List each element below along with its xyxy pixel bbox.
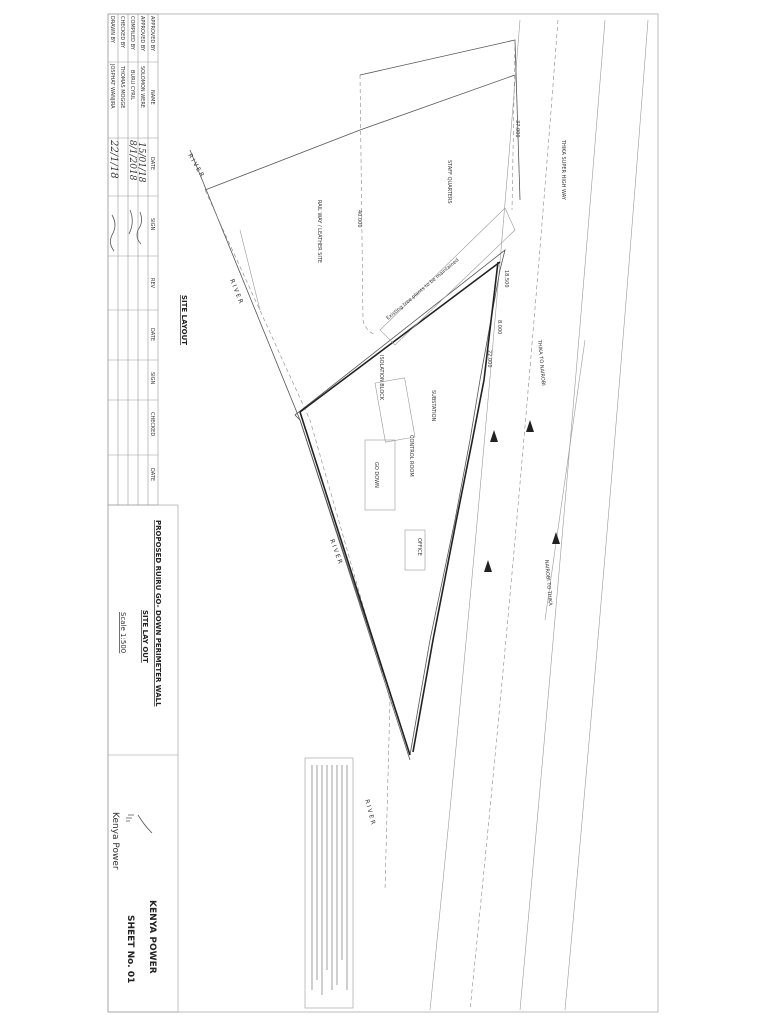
road-south-label: NAIROBI TO THIKA [543, 560, 553, 607]
drawing-title: SITE LAY OUT [141, 610, 149, 663]
dimension-label: 22.000 [486, 350, 492, 368]
role-cell: CHECKED BY [119, 16, 125, 49]
sheet-number: SHEET No. 01 [125, 915, 135, 983]
project-title: PROPOSED RUIRU GO- DOWN PERIMETER WALL [154, 520, 162, 707]
header-date-3: DATE [149, 468, 155, 481]
role-cell: DRAWN BY [109, 16, 115, 44]
date-cell: 22/1/18 [108, 139, 119, 179]
railway-site-label: RAIL WAY / LEATHER SITE [316, 200, 322, 263]
name-cell: BURU CYRIL [129, 70, 135, 100]
sheet-border [107, 13, 659, 1013]
name-cell: JOSPHAT WANJIRA [109, 63, 115, 109]
dimension-label: 18.500 [503, 270, 509, 288]
role-cell: APPROVED BY [139, 16, 145, 52]
name-cell: SOLOMON WERE [139, 66, 145, 108]
header-checked: CHECKED [149, 412, 155, 436]
header-date-2: DATE [149, 328, 155, 341]
date-cell: 8/1/2018 [127, 140, 137, 181]
header-date: DATE [149, 157, 155, 170]
header-rev: REV [149, 278, 155, 289]
railway-site [204, 39, 521, 336]
road-north-label: THIKA TO NAIROBI [536, 339, 546, 386]
signatures [110, 209, 142, 252]
title-block-lower: PROPOSED RUIRU GO- DOWN PERIMETER WALL S… [107, 504, 179, 1013]
arrow-icon [484, 560, 492, 572]
dimension-label: 8.000 [496, 320, 502, 334]
notes-block [304, 757, 354, 1009]
dimension-label: 40.000 [356, 210, 362, 228]
substation-label: SUBSTATION [430, 390, 436, 422]
arrow-south-icon [552, 532, 560, 544]
staff-quarters-label: STAFF QUARTERS [446, 160, 452, 204]
control-room-label: CONTROL ROOM [408, 435, 414, 477]
kenya-power-logo: Kenya Power [110, 812, 153, 870]
name-cell: THOMAS MOGGE [119, 65, 125, 108]
header-sign: SIGN [149, 218, 155, 231]
arrow-icon [490, 430, 498, 442]
office-label: OFFICE [416, 538, 422, 556]
role-cell: APPROVED BY [149, 16, 155, 52]
date-cell: 15/01/18 [136, 142, 146, 183]
highway-lines [429, 19, 649, 1011]
logo-text: Kenya Power [110, 812, 120, 870]
site-perimeter [294, 207, 516, 756]
site-layout-heading: SITE LAYOUT [180, 295, 188, 345]
header-name: NAME [149, 90, 155, 105]
header-sign-2: SIGN [149, 372, 155, 385]
scale-label: Scale 1:500 [119, 612, 127, 653]
arrow-north-icon [526, 420, 534, 432]
role-cell: COMPILED BY [129, 16, 135, 51]
title-block-table: APPROVED BY APPROVED BY COMPILED BY CHEC… [107, 13, 159, 506]
company-name: KENYA POWER [147, 900, 157, 974]
dimension-label: 37.000 [514, 120, 520, 138]
go-down-label: GO DOWN [373, 462, 379, 488]
isolation-block-label: ISOLATION BLOCK [378, 355, 384, 401]
highway-label: THIKA SUPER HIGH WAY [560, 139, 566, 201]
